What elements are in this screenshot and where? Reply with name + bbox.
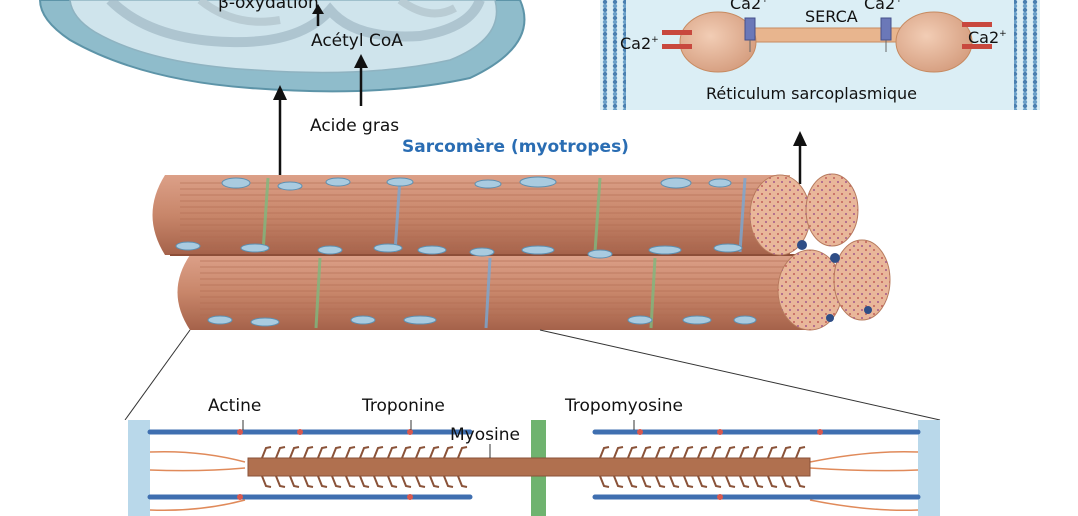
myosin-head [725,475,736,488]
myosin-head [373,446,384,459]
z-disc-right [918,420,940,516]
myofibril-bundle [152,173,891,331]
myosin-head [627,446,638,459]
myosin-head [457,446,468,459]
myosin-head [373,475,384,488]
myosin-head [443,446,454,459]
myosin-head [387,475,398,488]
myosin-head [767,446,778,459]
beta-oxidation-label: β-oxydation [218,0,319,13]
myosin-head [697,446,708,459]
myosin-head [669,475,680,488]
ca-label-top-left: Ca2+ [730,0,769,13]
myosin-head [331,475,342,488]
myosin-head [767,475,778,488]
myosin-head [401,446,412,459]
arrow-up-icon [793,131,807,184]
myosin-head [655,475,666,488]
myosin-head [415,475,426,488]
arrow-up-icon [354,54,368,106]
myosin-head [317,446,328,459]
mitochondrion [38,0,526,93]
myosin-head [289,446,300,459]
myosin-head [711,446,722,459]
myosin-head [795,446,806,459]
myosin-head [261,446,272,459]
myosin-head [275,475,286,488]
sarcomere-title: Sarcomère (myotropes) [402,137,629,157]
ca-label-right: Ca2+ [968,28,1007,47]
myosin-filament [247,457,811,477]
sarcoplasmic-reticulum-label: Réticulum sarcoplasmique [706,84,917,103]
myosin-head [613,446,624,459]
myosin-head [683,446,694,459]
myosin-head [697,475,708,488]
arrow-up-icon [273,85,287,190]
myosin-head [443,475,454,488]
myosin-head [275,446,286,459]
myosin-head [303,446,314,459]
myosin-head [669,446,680,459]
z-disc-left [128,420,150,516]
myosin-head [641,446,652,459]
serca-pump-right [880,17,892,41]
myosin-head [331,446,342,459]
myosin-head [753,475,764,488]
myosin-head [359,475,370,488]
myosin-head [303,475,314,488]
serca-pump-left [744,17,756,41]
arrow-up-icon [312,4,324,26]
myosin-head [387,446,398,459]
myosin-head [599,475,610,488]
myosin-head [457,475,468,488]
myosin-head [415,446,426,459]
myosin-head [711,475,722,488]
myosin-head [359,446,370,459]
actin-label: Actine [208,396,261,416]
myosin-head [401,475,412,488]
fatty-acid-label: Acide gras [310,116,399,136]
myosin-head [429,446,440,459]
serca-label: SERCA [805,7,858,26]
sarcomere-detail [125,420,940,516]
myosin-head [613,475,624,488]
myosin-label: Myosine [450,425,520,445]
myosin-head [781,475,792,488]
ca-label-top-right: Ca2+ [864,0,903,13]
myosin-head [345,446,356,459]
myosin-head [345,475,356,488]
tropomyosin-label: Tropomyosine [564,396,683,416]
troponin-label: Troponine [361,396,445,416]
myosin-head [753,446,764,459]
sarcoplasmic-reticulum-panel [600,0,1040,110]
myosin-head [725,446,736,459]
myosin-head [795,475,806,488]
myosin-head [429,475,440,488]
myosin-head [683,475,694,488]
myosin-head [739,446,750,459]
myosin-head [781,446,792,459]
myosin-head [655,446,666,459]
myosin-head [289,475,300,488]
myosin-head [261,475,272,488]
myosin-head [627,475,638,488]
myosin-head [739,475,750,488]
myosin-head [641,475,652,488]
myosin-head [317,475,328,488]
acetyl-coa-label: Acétyl CoA [311,31,403,51]
ca-label-left: Ca2+ [620,34,659,53]
myosin-head [599,446,610,459]
